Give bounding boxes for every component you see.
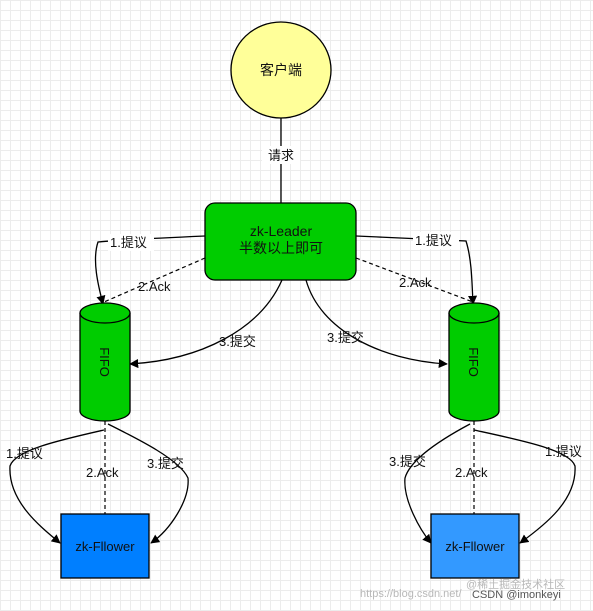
ack-label-left: 2.Ack bbox=[138, 279, 171, 294]
commit-arrow-left bbox=[129, 279, 283, 369]
propose-arrow-follower-left bbox=[9, 429, 105, 544]
watermark-site: @稀土掘金技术社区 bbox=[466, 577, 565, 591]
fifo-left: FIFO bbox=[79, 302, 131, 422]
label-bg bbox=[413, 232, 459, 249]
follower-left-node bbox=[60, 513, 150, 579]
leader-label-line2: 半数以上即可 bbox=[239, 240, 323, 256]
label-bg bbox=[108, 234, 154, 251]
client-node bbox=[230, 21, 332, 119]
commit-label-follower-right: 3.提交 bbox=[389, 454, 426, 469]
request-label-bg bbox=[262, 146, 300, 164]
follower-left-label: zk-Fllower bbox=[75, 539, 135, 554]
propose-arrow-left bbox=[94, 235, 206, 305]
watermark-url: https://blog.csdn.net/ bbox=[360, 588, 462, 600]
follower-right-label: zk-Fllower bbox=[445, 539, 505, 554]
ack-label-follower-left: 2.Ack bbox=[86, 465, 119, 480]
ack-label-right: 2.Ack bbox=[399, 275, 432, 290]
commit-label-follower-left: 3.提交 bbox=[147, 456, 184, 471]
fifo-right: FIFO bbox=[448, 302, 500, 422]
propose-label-left: 1.提议 bbox=[110, 235, 147, 250]
leader-label-line1: zk-Leader bbox=[250, 223, 313, 239]
fifo-left-label: FIFO bbox=[97, 347, 112, 377]
fifo-right-label: FIFO bbox=[466, 347, 481, 377]
commit-arrow-follower-right bbox=[404, 423, 471, 544]
propose-arrow-right bbox=[355, 235, 478, 305]
commit-arrow-follower-left bbox=[107, 423, 189, 544]
ack-label-follower-right: 2.Ack bbox=[455, 465, 488, 480]
propose-label-right: 1.提议 bbox=[415, 233, 452, 248]
commit-arrow-right bbox=[305, 279, 448, 369]
watermark-author: CSDN @imonkeyi bbox=[472, 589, 561, 601]
propose-label-follower-left: 1.提议 bbox=[6, 446, 43, 461]
leader-node bbox=[204, 202, 357, 281]
follower-right-node bbox=[430, 513, 520, 579]
commit-label-right: 3.提交 bbox=[327, 330, 364, 345]
ack-line-left bbox=[103, 257, 206, 303]
propose-label-follower-right: 1.提议 bbox=[545, 444, 582, 459]
commit-label-left: 3.提交 bbox=[219, 334, 256, 349]
propose-arrow-follower-right bbox=[473, 429, 576, 544]
request-label: 请求 bbox=[268, 148, 294, 163]
client-label: 客户端 bbox=[260, 62, 302, 78]
